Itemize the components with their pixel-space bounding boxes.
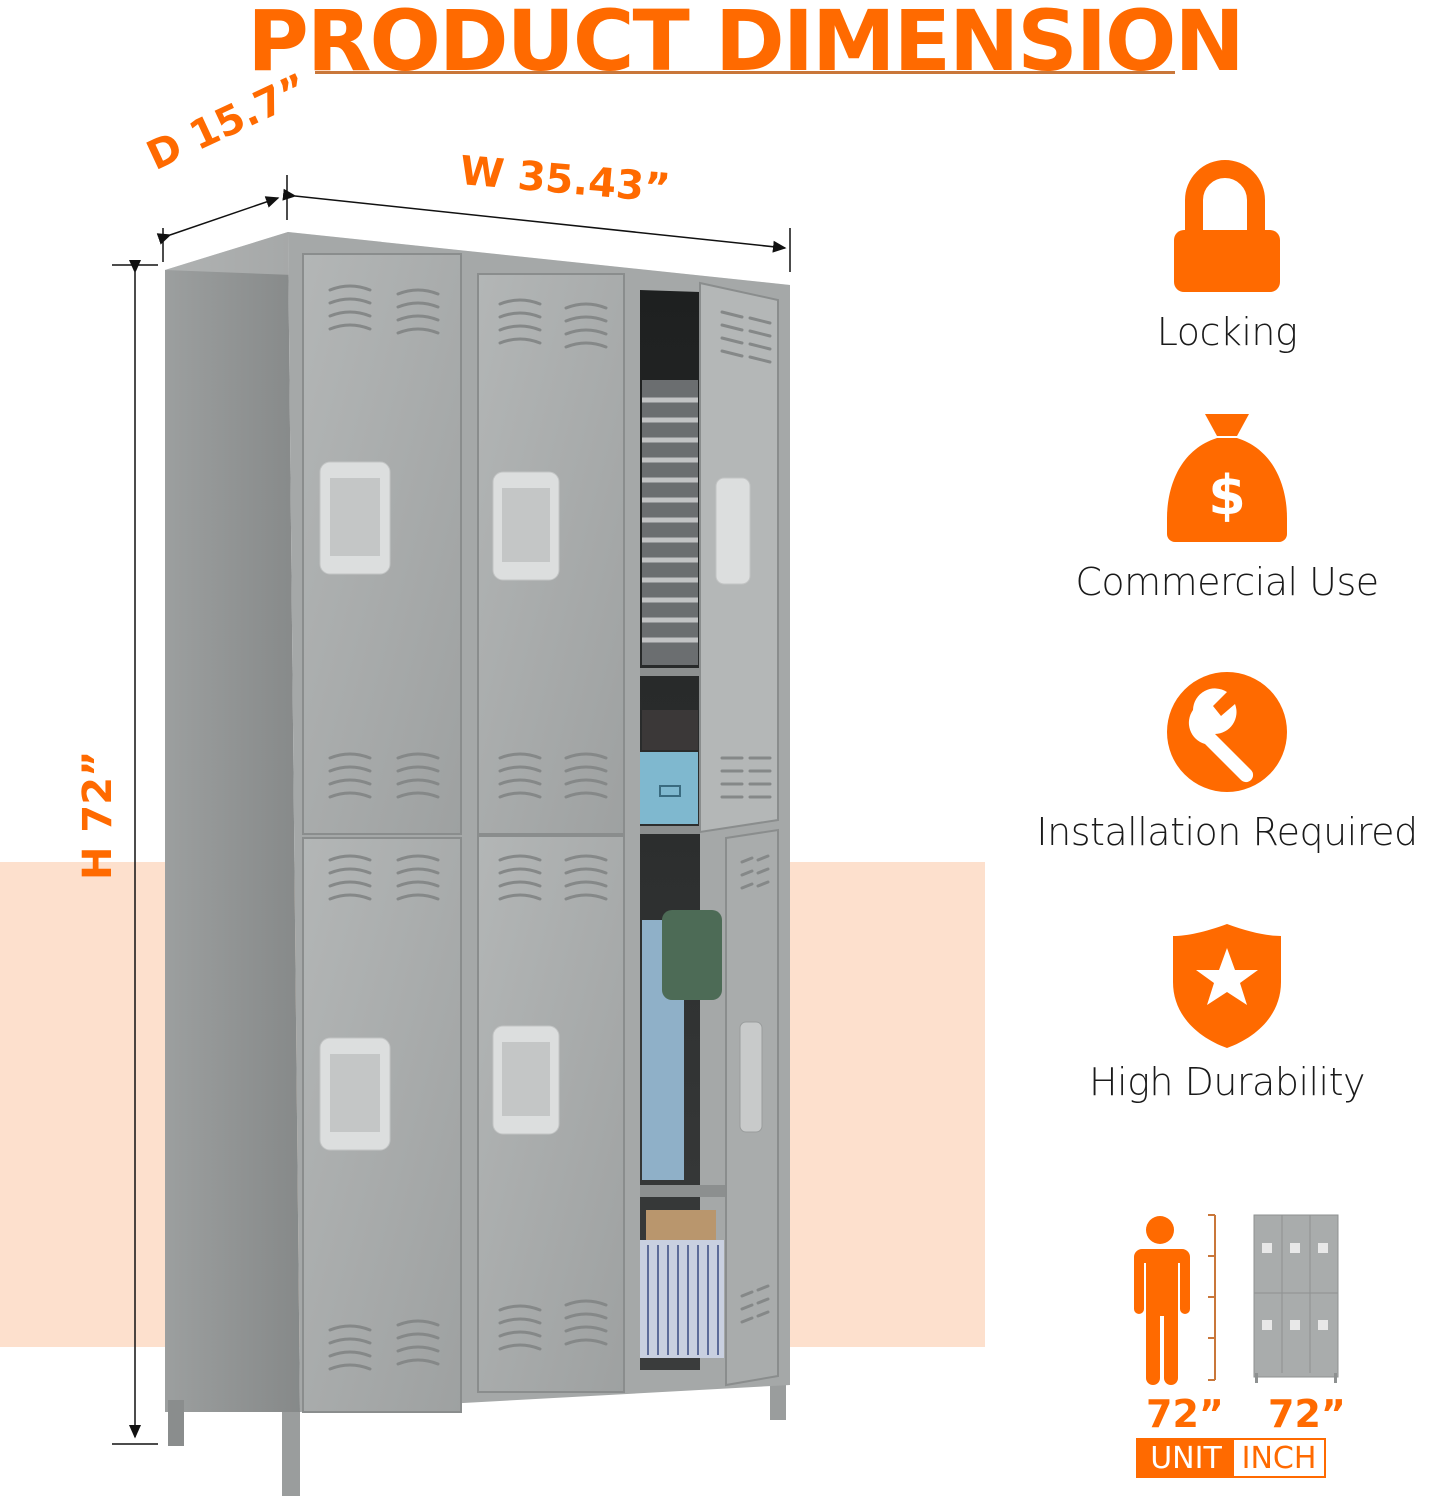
unit-label: UNIT	[1138, 1440, 1234, 1476]
feature-label: Commercial Use	[1075, 560, 1379, 604]
locker-door-bottom-left	[302, 837, 462, 1413]
person-icon	[1134, 1216, 1190, 1385]
locker-door-bottom-middle	[477, 835, 625, 1393]
locker-illustration	[112, 175, 791, 1496]
width-dimension-arrow	[282, 188, 791, 272]
feature-installation-required: Installation Required	[1017, 810, 1429, 854]
locker-door-bottom-right-open	[725, 828, 779, 1387]
door-vents	[328, 284, 772, 1371]
wrench-icon	[1167, 672, 1287, 792]
locker-door-top-left	[302, 253, 462, 835]
locker-height-label: 72”	[1268, 1392, 1346, 1436]
locker-door-top-middle	[477, 273, 625, 835]
money-bag-icon: $	[1167, 414, 1287, 542]
feature-label: Installation Required	[1036, 810, 1418, 854]
shield-star-icon	[1173, 924, 1281, 1048]
feature-commercial-use: Commercial Use	[1017, 560, 1429, 604]
title-underline	[315, 71, 1175, 74]
mini-locker-icon	[1253, 1214, 1339, 1383]
unit-badge: UNIT INCH	[1136, 1438, 1326, 1478]
person-height-label: 72”	[1146, 1392, 1224, 1436]
locker-door-top-right-open	[699, 281, 779, 834]
height-comparison-graphic	[1134, 1214, 1339, 1385]
svg-text:$: $	[1208, 464, 1246, 527]
unit-value: INCH	[1241, 1440, 1317, 1476]
height-ruler	[1208, 1214, 1216, 1381]
feature-label: Locking	[1156, 310, 1298, 354]
height-dimension-arrow	[112, 260, 158, 1445]
feature-high-durability: High Durability	[1017, 1060, 1429, 1104]
feature-locking: Locking	[1017, 310, 1429, 354]
feature-label: High Durability	[1088, 1060, 1366, 1104]
lock-icon	[1174, 160, 1280, 292]
page-title: PRODUCT DIMENSION	[247, 0, 1245, 90]
